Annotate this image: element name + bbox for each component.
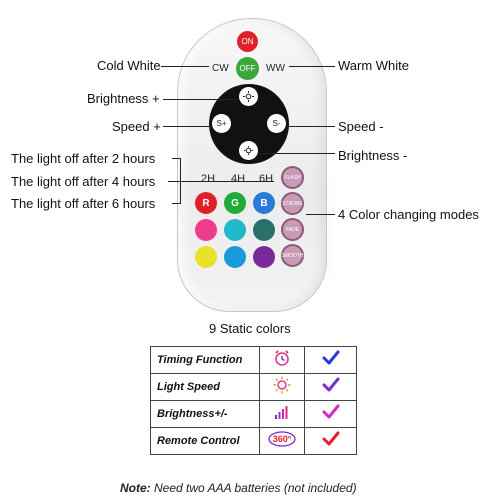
strobe-label: STROBE xyxy=(282,200,303,207)
timer-2h-button[interactable]: 2H xyxy=(201,173,216,185)
on-button[interactable]: ON xyxy=(237,31,258,52)
off-4h-callout: The light off after 4 hours xyxy=(11,174,156,189)
speed-minus-label: S- xyxy=(272,119,281,128)
check-icon xyxy=(304,346,357,374)
ww-button[interactable]: WW xyxy=(266,63,285,74)
flash-button[interactable]: FLASH xyxy=(281,166,304,189)
timer-bracket-bottom xyxy=(172,203,180,204)
color-modes-callout: 4 Color changing modes xyxy=(338,207,479,222)
speed-plus-label: S+ xyxy=(216,119,227,128)
battery-note: Note: Need two AAA batteries (not includ… xyxy=(120,481,357,495)
note-label: Note: xyxy=(120,481,151,495)
speed-plus-button[interactable]: S+ xyxy=(212,114,231,133)
warm-white-line xyxy=(289,66,335,67)
timer-bracket-mid xyxy=(168,181,274,182)
green-button[interactable]: G xyxy=(224,192,246,214)
speed-minus-line xyxy=(286,126,335,127)
signal-bars-icon xyxy=(259,400,305,428)
cyan-button[interactable] xyxy=(224,219,246,241)
brightness-up-icon xyxy=(243,91,254,102)
teal-button[interactable] xyxy=(253,219,275,241)
yellow-button[interactable] xyxy=(195,246,217,268)
smooth-button[interactable]: SMOOTH xyxy=(281,244,304,267)
strobe-button[interactable]: STROBE xyxy=(281,192,304,215)
static-colors-callout: 9 Static colors xyxy=(209,321,291,336)
brightness-plus-callout: Brightness + xyxy=(87,91,160,106)
pink-button[interactable] xyxy=(195,219,217,241)
timer-bracket-top xyxy=(172,158,180,159)
flash-label: FLASH xyxy=(284,174,301,181)
360-icon: 360° xyxy=(259,427,305,455)
speed-plus-line xyxy=(163,126,212,127)
red-button[interactable]: R xyxy=(195,192,217,214)
feature-row: Light Speed xyxy=(150,373,357,401)
speed-minus-callout: Speed - xyxy=(338,119,384,134)
feature-name: Remote Control xyxy=(150,427,260,455)
warm-white-callout: Warm White xyxy=(338,58,410,73)
check-icon xyxy=(304,400,357,428)
blue-button[interactable]: B xyxy=(253,192,275,214)
off-6h-callout: The light off after 6 hours xyxy=(11,196,156,211)
check-icon xyxy=(304,373,357,401)
feature-row: Remote Control 360° xyxy=(150,427,357,455)
note-text: Need two AAA batteries (not included) xyxy=(150,481,357,495)
brightness-plus-line xyxy=(163,99,239,100)
blue-letter: B xyxy=(260,197,268,209)
cw-button[interactable]: CW xyxy=(212,63,229,74)
speed-minus-button[interactable]: S- xyxy=(267,114,286,133)
feature-name: Light Speed xyxy=(150,373,260,401)
color-modes-line xyxy=(306,214,335,215)
cold-white-line xyxy=(161,66,209,67)
sky-blue-button[interactable] xyxy=(224,246,246,268)
on-label: ON xyxy=(241,37,254,46)
fade-label: FADE xyxy=(285,226,300,233)
feature-row: Brightness+/- xyxy=(150,400,357,428)
green-letter: G xyxy=(231,197,239,209)
feature-row: Timing Function xyxy=(150,346,357,374)
sun-icon xyxy=(259,373,305,401)
brightness-minus-callout: Brightness - xyxy=(338,148,408,163)
svg-text:360°: 360° xyxy=(273,434,292,444)
brightness-minus-line xyxy=(258,153,335,154)
alarm-clock-icon xyxy=(259,346,305,374)
timer-6h-button[interactable]: 6H xyxy=(259,173,274,185)
purple-button[interactable] xyxy=(253,246,275,268)
red-letter: R xyxy=(202,197,210,209)
check-icon xyxy=(304,427,357,455)
timer-4h-button[interactable]: 4H xyxy=(231,173,246,185)
feature-name: Timing Function xyxy=(150,346,260,374)
cold-white-callout: Cold White xyxy=(97,58,161,73)
feature-table: Timing Function Light Speed Brightness+/… xyxy=(150,346,357,455)
fade-button[interactable]: FADE xyxy=(281,218,304,241)
off-label: OFF xyxy=(239,64,256,73)
speed-plus-callout: Speed + xyxy=(112,119,161,134)
feature-name: Brightness+/- xyxy=(150,400,260,428)
off-button[interactable]: OFF xyxy=(236,57,259,80)
brightness-up-button[interactable] xyxy=(239,87,258,106)
smooth-label: SMOOTH xyxy=(281,252,304,259)
brightness-down-icon xyxy=(244,146,253,155)
brightness-down-button[interactable] xyxy=(239,141,258,160)
off-2h-callout: The light off after 2 hours xyxy=(11,151,156,166)
